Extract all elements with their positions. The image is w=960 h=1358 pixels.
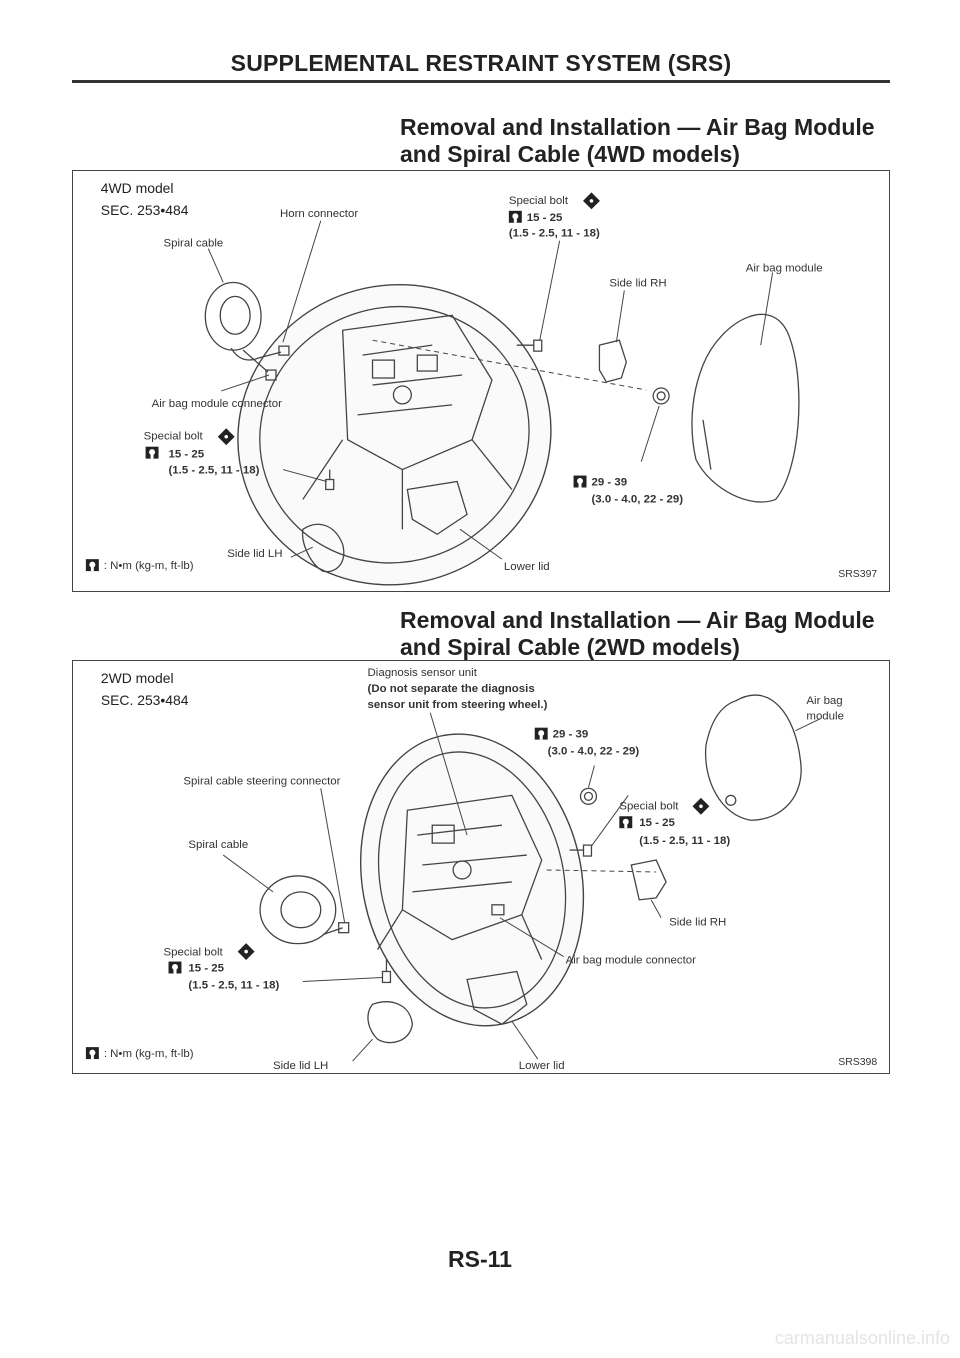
spiral-cable-2wd bbox=[259, 875, 350, 945]
sec-label-4wd: SEC. 253•484 bbox=[101, 202, 189, 218]
label-special-bolt-left-2wd: Special bolt bbox=[164, 947, 224, 959]
spiral-cable-4wd bbox=[204, 281, 290, 381]
label-special-bolt-right-2wd: Special bolt bbox=[619, 800, 679, 812]
label-horn-connector-4wd: Horn connector bbox=[280, 208, 358, 220]
page-number: RS-11 bbox=[448, 1246, 512, 1272]
section-title-4wd-line1: Removal and Installation — Air Bag Modul… bbox=[400, 114, 875, 140]
label-air-bag-module-4wd: Air bag module bbox=[746, 263, 823, 275]
label-torque-left-1-2wd: 15 - 25 bbox=[188, 962, 224, 974]
air-bag-module-4wd bbox=[691, 313, 800, 503]
torque-nut-icon bbox=[573, 475, 587, 488]
steering-wheel-2wd bbox=[359, 733, 585, 1027]
model-label-4wd: 4WD model bbox=[101, 180, 174, 196]
torque-right-icon bbox=[619, 816, 633, 829]
label-torque-right-2-2wd: (1.5 - 2.5, 11 - 18) bbox=[639, 835, 730, 847]
special-bolt-left-2wd bbox=[381, 959, 392, 984]
special-bolt-left-icon-2wd bbox=[237, 943, 255, 961]
label-unit-legend-4wd: : N•m (kg-m, ft-lb) bbox=[104, 560, 194, 572]
model-label-2wd: 2WD model bbox=[101, 670, 174, 686]
side-lid-rh-4wd bbox=[598, 339, 627, 383]
label-torque-top-2-4wd: (1.5 - 2.5, 11 - 18) bbox=[509, 228, 600, 240]
label-air-bag-2wd: Air bag bbox=[806, 695, 842, 707]
section-title-4wd: Removal and Installation — Air Bag Modul… bbox=[400, 114, 875, 168]
label-side-lid-lh-4wd: Side lid LH bbox=[227, 548, 282, 560]
label-unit-legend-2wd: : N•m (kg-m, ft-lb) bbox=[104, 1048, 194, 1060]
lower-lid-2wd bbox=[466, 970, 528, 1026]
label-torque-nut-2-4wd: (3.0 - 4.0, 22 - 29) bbox=[591, 493, 683, 505]
air-bag-module-2wd bbox=[704, 694, 802, 821]
lower-lid-4wd bbox=[406, 480, 468, 536]
label-diagnosis-note-1-2wd: (Do not separate the diagnosis bbox=[368, 683, 535, 695]
diagram-4wd: 4WD model SEC. 253•484 bbox=[72, 170, 890, 592]
label-spiral-cable-steering-connector-2wd: Spiral cable steering connector bbox=[183, 775, 340, 787]
label-torque-left-2-4wd: (1.5 - 2.5, 11 - 18) bbox=[168, 465, 259, 477]
page-header-title: SUPPLEMENTAL RESTRAINT SYSTEM (SRS) bbox=[230, 50, 732, 76]
label-torque-nut-1-4wd: 29 - 39 bbox=[591, 477, 627, 489]
label-air-bag-module-connector-2wd: Air bag module connector bbox=[566, 955, 697, 967]
torque-nut-icon-2wd bbox=[534, 727, 548, 740]
special-bolt-right-2wd bbox=[569, 844, 593, 857]
label-torque-nut-1-2wd: 29 - 39 bbox=[553, 729, 589, 741]
label-special-bolt-left-4wd: Special bolt bbox=[144, 431, 204, 443]
label-special-bolt-top-4wd: Special bolt bbox=[509, 195, 569, 207]
label-side-lid-lh-2wd: Side lid LH bbox=[273, 1060, 328, 1072]
label-air-bag-module-connector-4wd: Air bag module connector bbox=[152, 398, 283, 410]
label-module-2wd: module bbox=[806, 711, 844, 723]
side-lid-rh-2wd bbox=[630, 859, 667, 901]
label-side-lid-rh-4wd: Side lid RH bbox=[609, 277, 666, 289]
label-spiral-cable-2wd: Spiral cable bbox=[188, 839, 248, 851]
steering-wheel-4wd bbox=[237, 283, 552, 586]
section-title-2wd: Removal and Installation — Air Bag Modul… bbox=[400, 607, 875, 661]
label-torque-left-2-2wd: (1.5 - 2.5, 11 - 18) bbox=[188, 979, 279, 991]
label-lower-lid-2wd: Lower lid bbox=[519, 1060, 565, 1072]
label-torque-top-1-4wd: 15 - 25 bbox=[527, 212, 563, 224]
label-torque-left-1-4wd: 15 - 25 bbox=[168, 449, 204, 461]
figure-code-2wd: SRS398 bbox=[838, 1057, 877, 1068]
torque-left-icon-2wd bbox=[168, 961, 182, 974]
special-bolt-top-icon bbox=[583, 192, 600, 210]
special-bolt-top-4wd bbox=[516, 339, 543, 352]
special-bolt-right-icon bbox=[692, 797, 710, 815]
section-title-2wd-line1: Removal and Installation — Air Bag Modul… bbox=[400, 607, 875, 633]
side-lid-lh-4wd bbox=[301, 523, 345, 573]
label-diagnosis-note-2-2wd: sensor unit from steering wheel.) bbox=[368, 699, 548, 711]
side-lid-lh-2wd bbox=[367, 1001, 413, 1044]
sec-label-2wd: SEC. 253•484 bbox=[101, 692, 189, 708]
torque-left-icon bbox=[145, 446, 159, 459]
diagram-2wd-figure: 2WD model SEC. 253•484 bbox=[85, 667, 877, 1072]
label-side-lid-rh-2wd: Side lid RH bbox=[669, 917, 726, 929]
label-torque-right-1-2wd: 15 - 25 bbox=[639, 817, 675, 829]
unit-legend-icon-4wd bbox=[85, 559, 99, 572]
label-diagnosis-sensor-unit-2wd: Diagnosis sensor unit bbox=[368, 667, 478, 679]
label-spiral-cable-4wd: Spiral cable bbox=[164, 238, 224, 250]
diagram-4wd-figure: 4WD model SEC. 253•484 bbox=[85, 180, 877, 586]
footer-watermark: carmanualsonline.info bbox=[774, 1328, 950, 1348]
torque-top-icon bbox=[508, 210, 522, 223]
label-lower-lid-4wd: Lower lid bbox=[504, 561, 550, 573]
label-torque-nut-2-2wd: (3.0 - 4.0, 22 - 29) bbox=[548, 746, 640, 758]
figure-code-4wd: SRS397 bbox=[838, 569, 877, 580]
section-title-4wd-line2: and Spiral Cable (4WD models) bbox=[400, 141, 740, 167]
unit-legend-icon-2wd bbox=[85, 1047, 99, 1060]
nut-4wd bbox=[652, 387, 670, 405]
diagram-2wd: 2WD model SEC. 253•484 bbox=[72, 660, 890, 1074]
nut-2wd bbox=[579, 787, 598, 805]
special-bolt-left-4wd bbox=[325, 469, 335, 491]
special-bolt-left-icon bbox=[217, 428, 235, 446]
header-rule bbox=[72, 80, 890, 83]
section-title-2wd-line2: and Spiral Cable (2WD models) bbox=[400, 634, 740, 660]
